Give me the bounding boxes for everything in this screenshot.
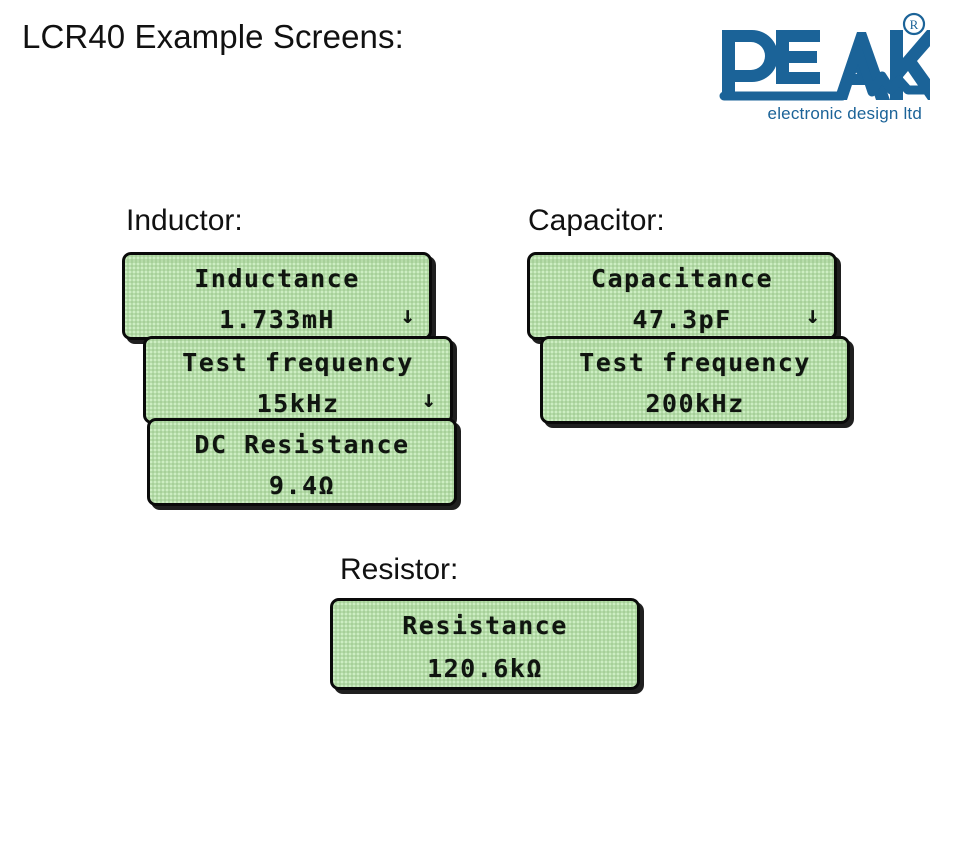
lcd-line-value: 1.733mH	[219, 305, 335, 334]
down-arrow-icon: ↓	[805, 301, 820, 329]
lcd-line-label: Test frequency	[579, 348, 811, 377]
brand-tagline: electronic design ltd	[767, 104, 922, 123]
page-title: LCR40 Example Screens:	[22, 18, 404, 55]
peak-logo: R	[714, 12, 930, 132]
lcd-line-label: DC Resistance	[194, 430, 410, 459]
lcd-screen-dc-resistance: DC Resistance 9.4Ω	[147, 418, 457, 506]
lcd-line-value: 47.3pF	[632, 305, 732, 334]
lcd-screen-capacitor-test-frequency: Test frequency 200kHz	[540, 336, 850, 424]
lcd-screen-resistance: Resistance 120.6kΩ	[330, 598, 640, 690]
lcd-line-value: 15kHz	[256, 389, 340, 418]
lcd-line-label: Test frequency	[182, 348, 414, 377]
section-heading-capacitor: Capacitor:	[528, 204, 665, 237]
lcd-screen-inductor-test-frequency: Test frequency 15kHz ↓	[143, 336, 453, 424]
section-heading-inductor: Inductor:	[126, 204, 243, 237]
lcd-line-value: 120.6kΩ	[427, 654, 543, 683]
lcd-line-label: Inductance	[194, 264, 360, 293]
lcd-line-value: 200kHz	[645, 389, 745, 418]
lcd-line-value: 9.4Ω	[268, 471, 336, 500]
peak-logo-mark: R	[719, 12, 930, 101]
section-heading-resistor: Resistor:	[340, 553, 459, 586]
registered-trademark-icon: R	[902, 12, 926, 36]
svg-text:R: R	[910, 17, 919, 32]
lcd-screen-inductance: Inductance 1.733mH ↓	[122, 252, 432, 340]
lcd-line-label: Capacitance	[590, 264, 774, 293]
down-arrow-icon: ↓	[421, 385, 436, 413]
lcd-screen-capacitance: Capacitance 47.3pF ↓	[527, 252, 837, 340]
lcd-line-label: Resistance	[402, 611, 568, 640]
down-arrow-icon: ↓	[400, 301, 415, 329]
